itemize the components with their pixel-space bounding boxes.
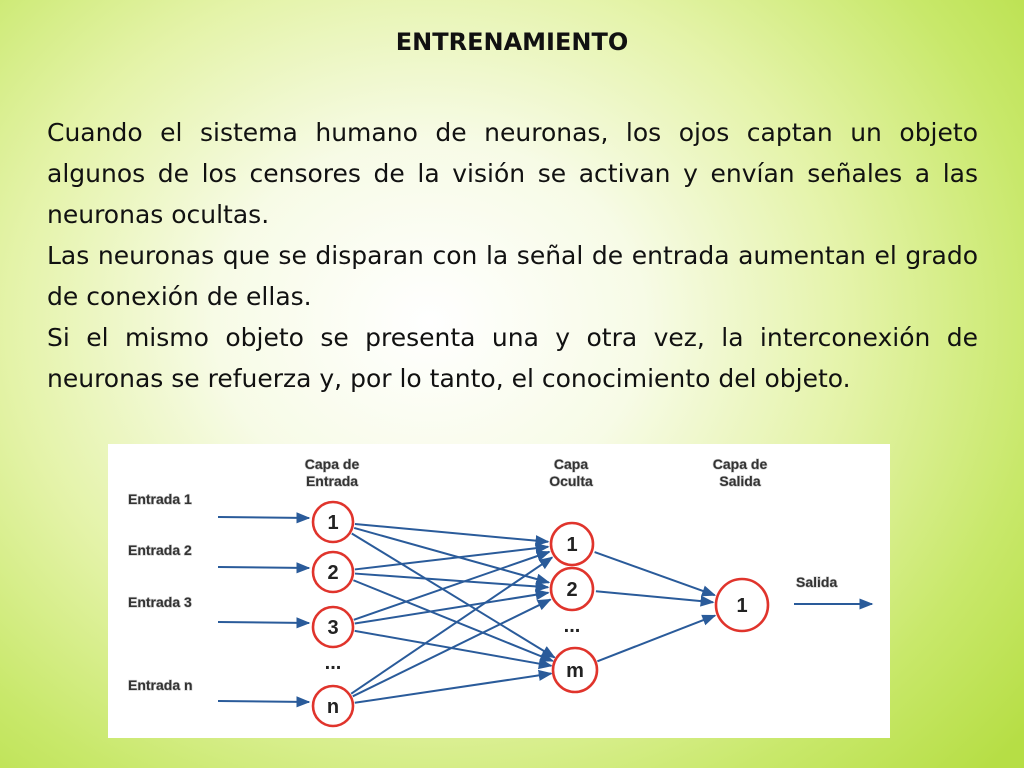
- connection-h2-out: [595, 590, 715, 607]
- input-neuron-2-label: 2: [327, 562, 338, 584]
- connection-in2-h3: [353, 579, 555, 662]
- body-text: Cuando el sistema humano de neuronas, lo…: [47, 112, 978, 399]
- connection-in2-h1: [354, 542, 550, 571]
- connection-in2-h2: [354, 572, 550, 592]
- connection-in4-h2: [352, 598, 552, 698]
- input-layer-label-line1: Capa de: [305, 456, 360, 472]
- hidden-layer-label-line1: Capa: [554, 456, 588, 472]
- input-neuron-3: 3: [311, 605, 355, 649]
- input-arrow-2: [217, 562, 311, 574]
- paragraph-1: Cuando el sistema humano de neuronas, lo…: [47, 118, 978, 229]
- diagram-svg: Capa de Entrada Capa Oculta Capa de Sali…: [127, 455, 874, 728]
- connection-in3-h2: [354, 589, 550, 625]
- input-neuron-2: 2: [311, 550, 355, 594]
- paragraph-2: Las neuronas que se disparan con la seña…: [47, 241, 978, 311]
- hidden-neuron-m: m: [551, 646, 599, 694]
- output-neuron-1: 1: [714, 577, 770, 633]
- input-label-2: Entrada 2: [128, 542, 192, 558]
- input-label-n: Entrada n: [128, 677, 193, 693]
- input-ellipsis: ...: [325, 652, 342, 674]
- connection-h3-out: [597, 614, 717, 663]
- input-neuron-1: 1: [311, 500, 355, 544]
- hidden-neuron-2-label: 2: [566, 579, 577, 601]
- input-neuron-3-label: 3: [327, 617, 338, 639]
- connection-h1-out: [594, 551, 717, 597]
- input-arrow-4: [217, 696, 311, 708]
- input-neuron-n-label: n: [327, 696, 339, 718]
- output-label: Salida: [796, 574, 837, 590]
- hidden-neuron-2: 2: [549, 566, 595, 612]
- input-label-3: Entrada 3: [128, 594, 192, 610]
- connection-in4-h1: [350, 556, 554, 695]
- paragraph-3: Si el mismo objeto se presenta una y otr…: [47, 323, 978, 393]
- connection-in1-h3: [351, 532, 556, 659]
- connection-in4-h3: [354, 669, 553, 704]
- slide-title: ENTRENAMIENTO: [395, 28, 629, 56]
- input-neuron-1-label: 1: [327, 512, 338, 534]
- neural-network-diagram: Capa de Entrada Capa Oculta Capa de Sali…: [108, 444, 890, 738]
- hidden-neuron-m-label: m: [566, 660, 584, 682]
- output-layer-label-line2: Salida: [719, 473, 760, 489]
- hidden-neuron-1-label: 1: [566, 534, 577, 556]
- connection-arrows: [217, 512, 874, 708]
- input-arrow-3: [217, 617, 311, 629]
- connection-in1-h1: [354, 523, 550, 547]
- output-neuron-1-label: 1: [736, 595, 747, 617]
- connection-in1-h2: [353, 526, 551, 585]
- input-neuron-n: n: [311, 684, 355, 728]
- input-layer-label-line2: Entrada: [306, 473, 358, 489]
- input-label-1: Entrada 1: [128, 491, 192, 507]
- output-layer-label-line1: Capa de: [713, 456, 768, 472]
- input-arrow-1: [217, 512, 311, 524]
- hidden-ellipsis: ...: [564, 615, 581, 637]
- hidden-neuron-1: 1: [549, 521, 595, 567]
- connection-in3-h1: [353, 550, 551, 621]
- hidden-layer-label-line2: Oculta: [549, 473, 593, 489]
